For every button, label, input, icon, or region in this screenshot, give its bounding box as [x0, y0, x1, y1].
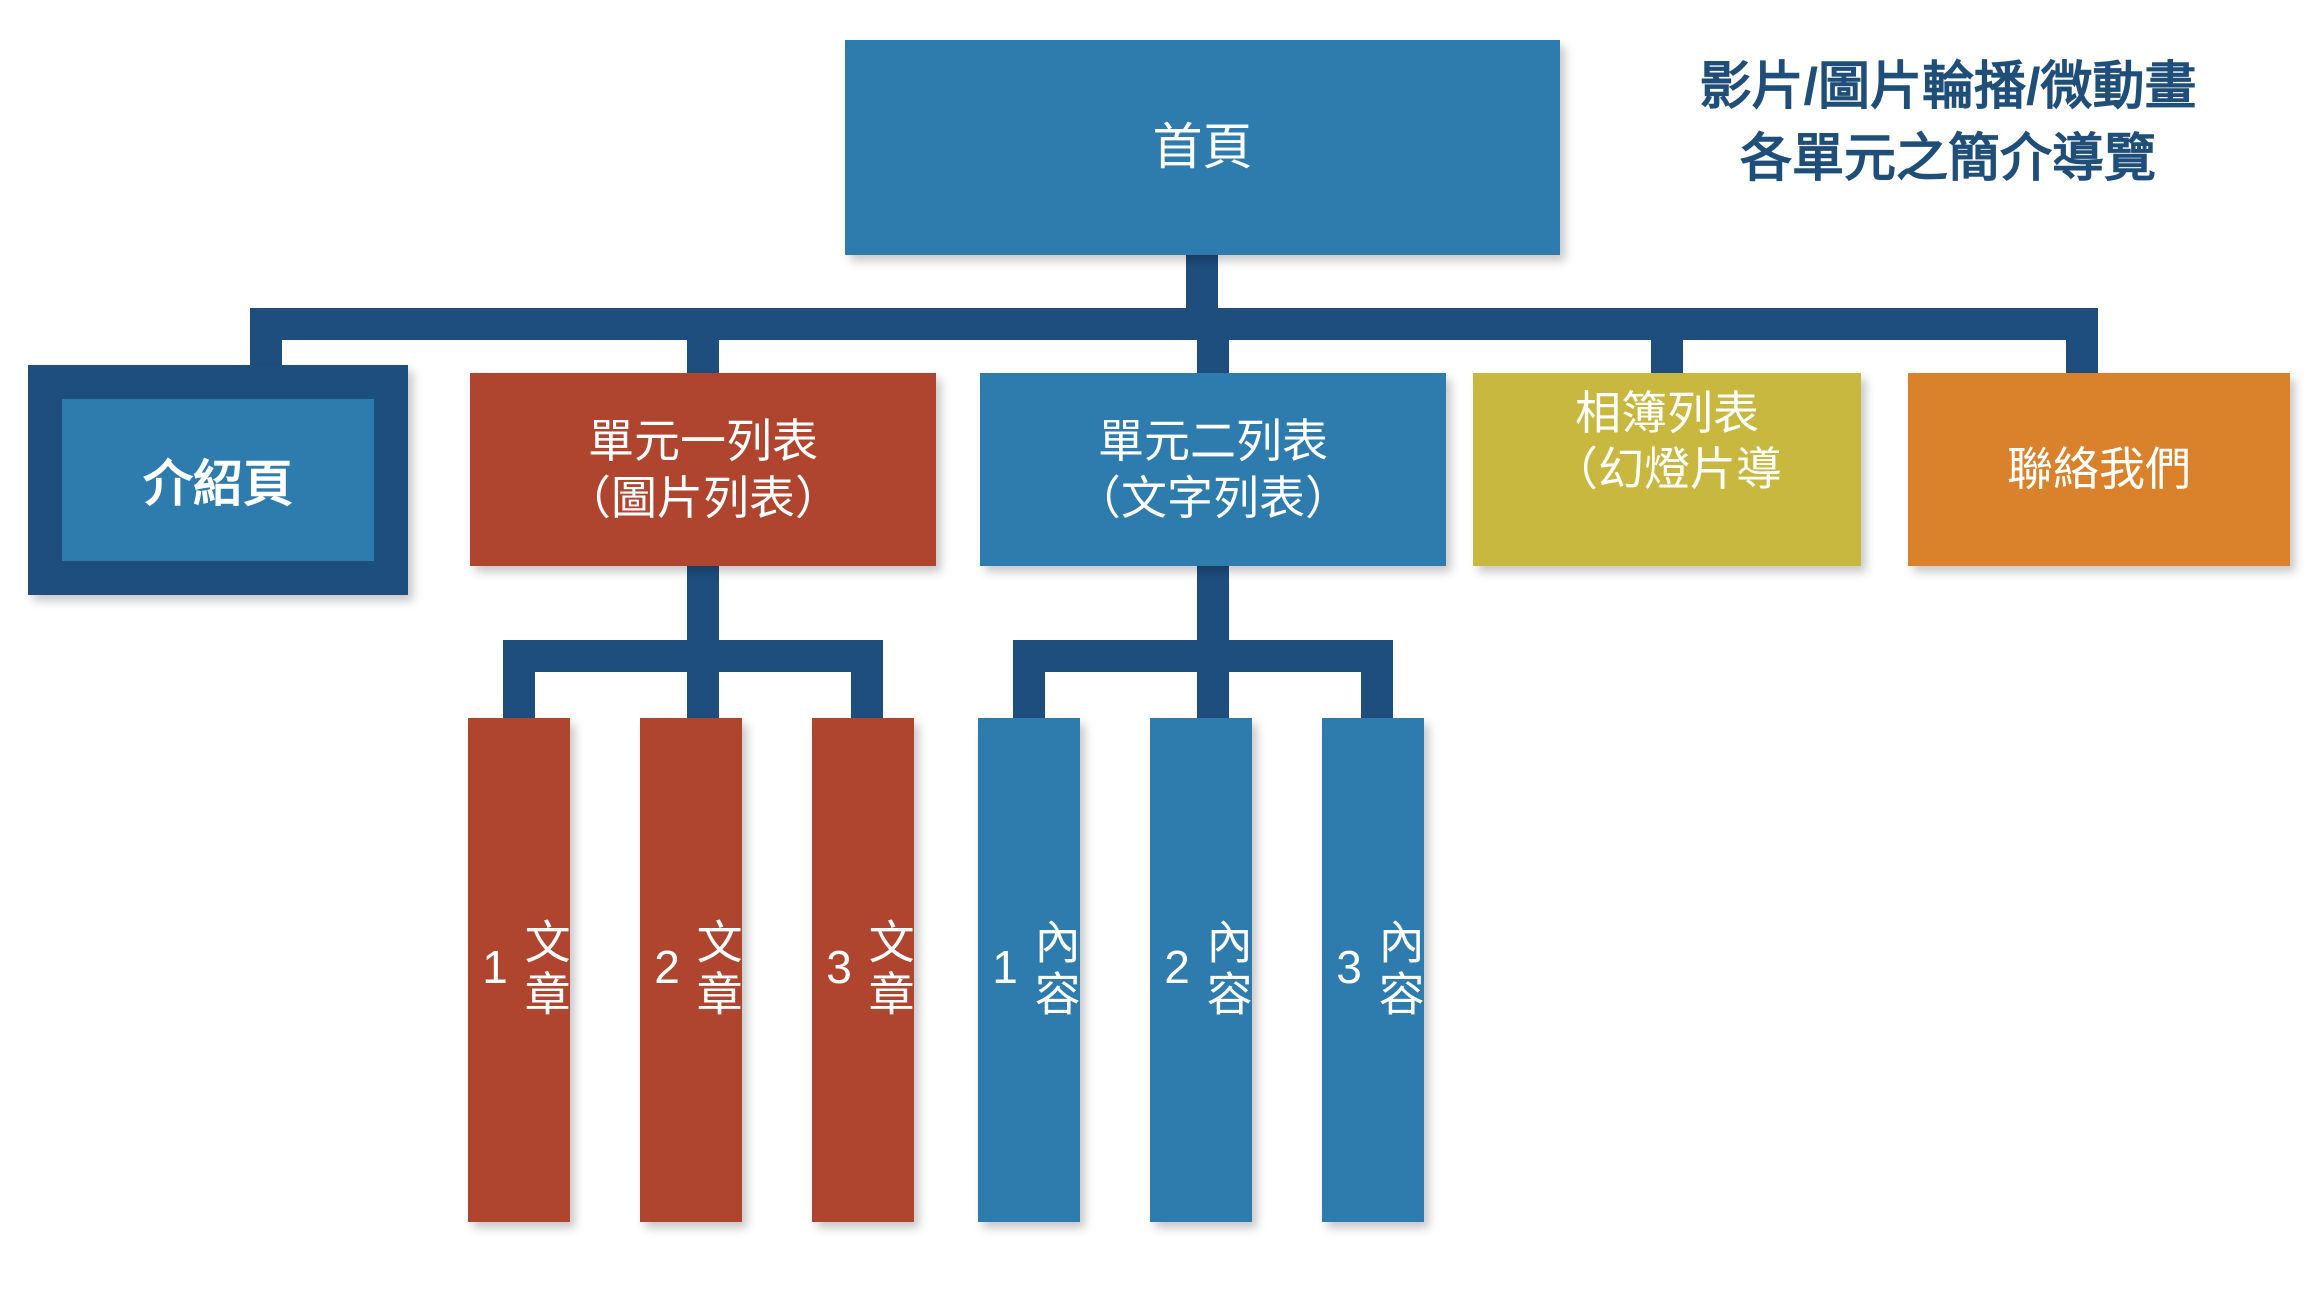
node-article-3[interactable]: 文章 3: [812, 718, 914, 1222]
node-unit1-list[interactable]: 單元一列表 （圖片列表）: [470, 373, 936, 566]
node-intro-frame[interactable]: 介紹頁: [28, 365, 408, 595]
connector-drop-contact: [2066, 308, 2098, 376]
node-unit2-text: 單元二列表 （文字列表）: [1075, 413, 1351, 525]
node-content-2-text: 內容 2: [1151, 918, 1252, 1022]
node-album-line1: 相簿列表: [1575, 387, 1759, 439]
node-article-1-num: 1: [469, 941, 521, 999]
node-article-3-label: 文章: [862, 918, 914, 1022]
connector-drop-content1: [1013, 640, 1045, 724]
node-album-list[interactable]: 相簿列表 （幻燈片導: [1473, 373, 1861, 566]
node-content-2-label: 內容: [1200, 918, 1252, 1022]
node-unit1-text: 單元一列表 （圖片列表）: [565, 413, 841, 525]
node-intro[interactable]: 介紹頁: [62, 399, 374, 561]
connector-drop-unit1: [687, 308, 719, 376]
node-intro-label: 介紹頁: [143, 456, 293, 512]
diagram-title-line2: 各單元之簡介導覽: [1739, 129, 2156, 188]
node-content-3[interactable]: 內容 3: [1322, 718, 1424, 1222]
node-article-1-label: 文章: [518, 918, 570, 1022]
connector-drop-content3: [1361, 640, 1393, 724]
diagram-title: 影片/圖片輪播/微動畫 各單元之簡介導覽: [1588, 52, 2308, 196]
connector-level2-bus: [250, 308, 2098, 340]
node-contact[interactable]: 聯絡我們: [1908, 373, 2290, 566]
node-unit2-line1: 單元二列表: [1098, 415, 1328, 468]
connector-drop-unit2: [1197, 308, 1229, 376]
node-home[interactable]: 首頁: [845, 40, 1560, 255]
node-article-2-label: 文章: [690, 918, 742, 1022]
node-content-1-text: 內容 1: [979, 918, 1080, 1022]
node-unit2-list[interactable]: 單元二列表 （文字列表）: [980, 373, 1446, 566]
node-album-line2: （幻燈片導: [1552, 443, 1782, 496]
connector-drop-album: [1651, 308, 1683, 376]
connector-drop-article1: [503, 640, 535, 724]
node-contact-label: 聯絡我們: [2007, 443, 2191, 496]
node-article-2-text: 文章 2: [641, 918, 742, 1022]
diagram-title-line1: 影片/圖片輪播/微動畫: [1699, 58, 2197, 116]
connector-drop-content2: [1197, 640, 1229, 724]
node-article-3-num: 3: [813, 941, 865, 999]
node-article-1-text: 文章 1: [469, 918, 570, 1022]
node-unit1-line2: （圖片列表）: [565, 471, 841, 524]
node-unit2-line2: （文字列表）: [1075, 471, 1351, 524]
node-content-1[interactable]: 內容 1: [978, 718, 1080, 1222]
node-content-3-label: 內容: [1372, 918, 1424, 1022]
node-content-1-label: 內容: [1028, 918, 1080, 1022]
node-content-1-num: 1: [979, 941, 1031, 999]
node-article-2-num: 2: [641, 941, 693, 999]
node-content-2[interactable]: 內容 2: [1150, 718, 1252, 1222]
node-unit1-line1: 單元一列表: [588, 415, 818, 468]
node-content-3-text: 內容 3: [1323, 918, 1424, 1022]
connector-drop-intro: [250, 308, 282, 368]
node-article-1[interactable]: 文章 1: [468, 718, 570, 1222]
node-article-2[interactable]: 文章 2: [640, 718, 742, 1222]
node-home-label: 首頁: [1152, 119, 1253, 175]
node-content-2-num: 2: [1151, 941, 1203, 999]
node-content-3-num: 3: [1323, 941, 1375, 999]
node-article-3-text: 文章 3: [813, 918, 914, 1022]
node-album-text: 相簿列表 （幻燈片導: [1552, 385, 1782, 497]
connector-drop-article3: [851, 640, 883, 724]
connector-drop-article2: [687, 640, 719, 724]
